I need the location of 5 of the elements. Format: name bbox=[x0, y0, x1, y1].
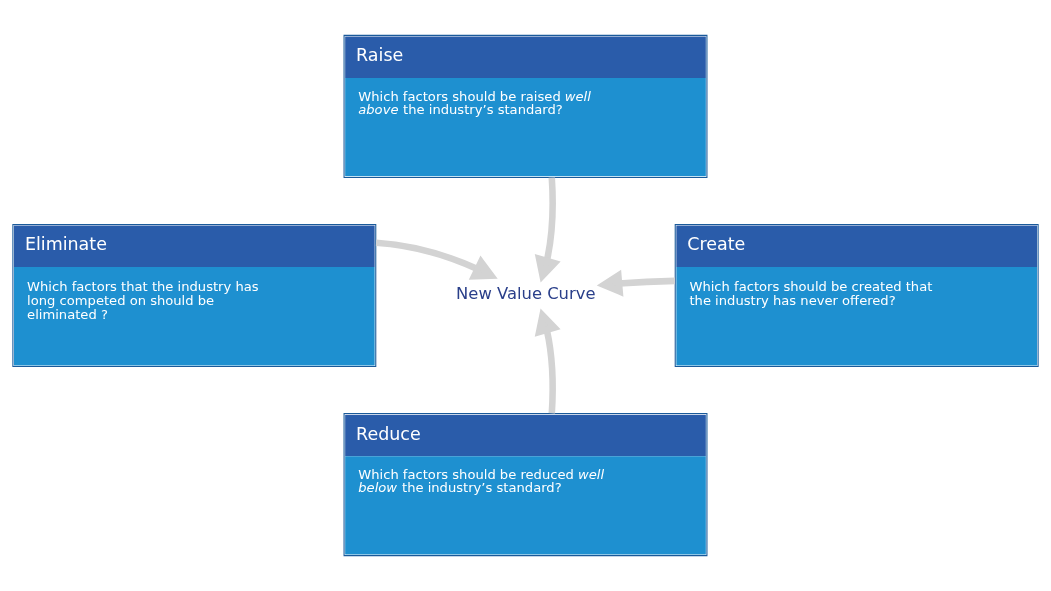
arrow bbox=[596, 269, 675, 297]
arrow bbox=[375, 239, 498, 280]
node-text: New Value Curve bbox=[456, 284, 596, 304]
arrow bbox=[534, 177, 561, 283]
arrow bbox=[534, 308, 561, 414]
